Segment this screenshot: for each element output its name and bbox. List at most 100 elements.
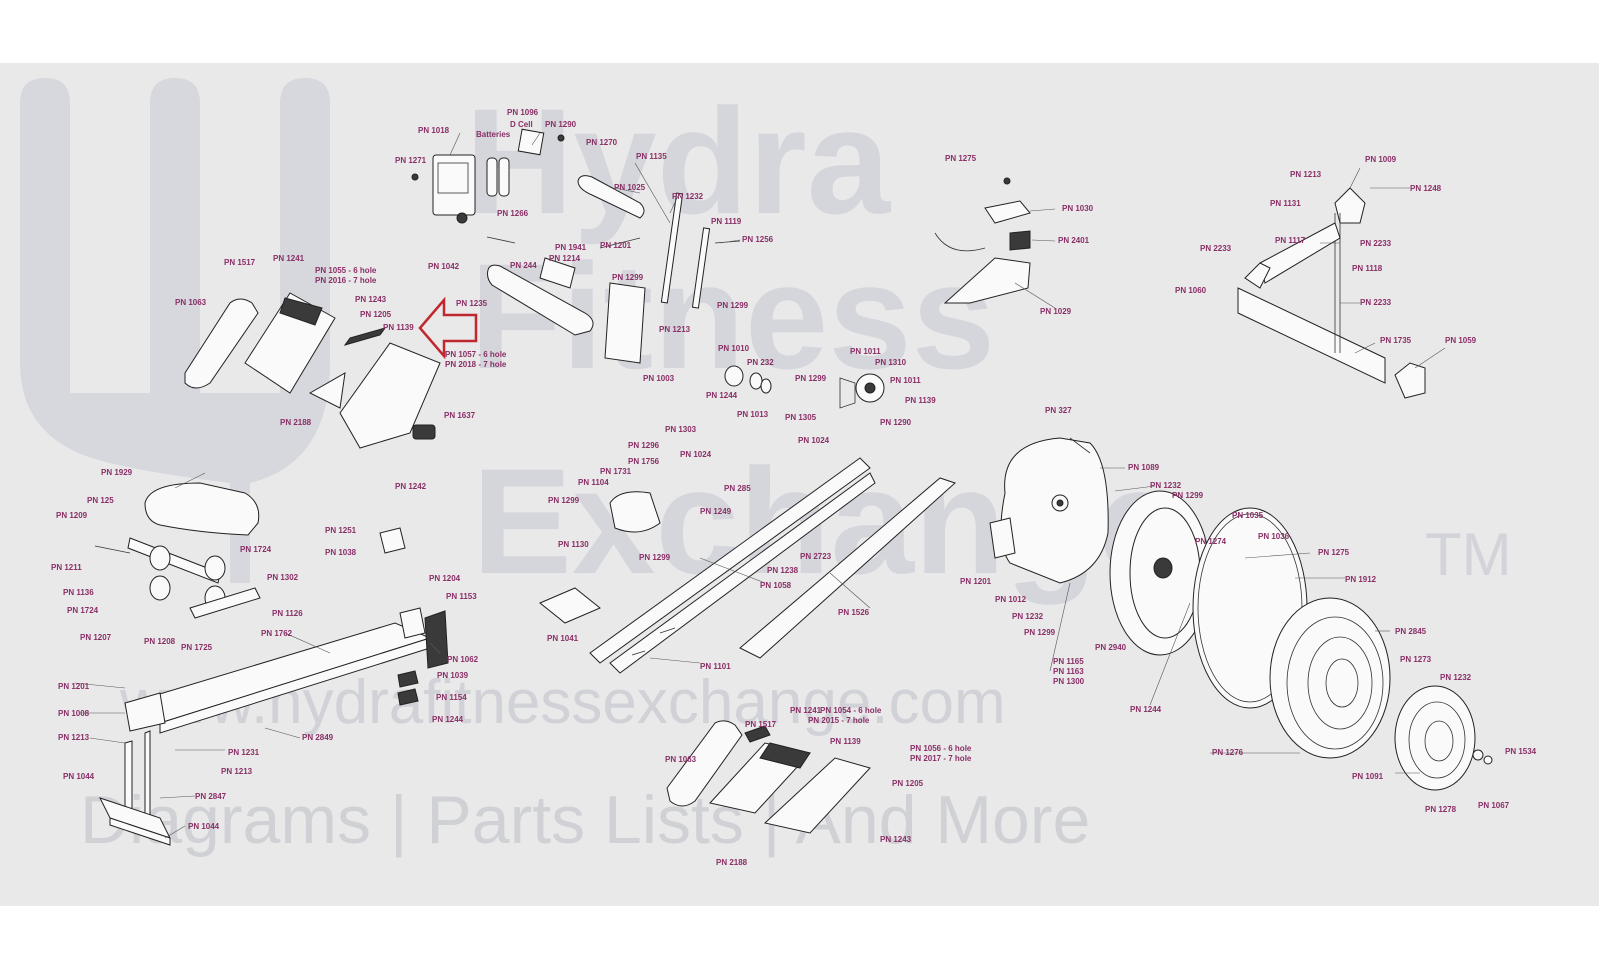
callout-label: PN 1010 (718, 344, 750, 353)
callout-label: PN 1126 (272, 609, 303, 618)
callout-label: PN 1018 (418, 126, 450, 135)
callout-label: PN 1118 (1352, 264, 1383, 273)
callout-label: PN 1139 (905, 396, 936, 405)
footrest-upper-part (184, 292, 441, 449)
callout-label: PN 1139 (383, 323, 414, 332)
callout-label: PN 1036 (1258, 532, 1290, 541)
callout-label: PN 1213 (58, 733, 90, 742)
callout-label: PN 1208 (144, 637, 176, 646)
callout-label: PN 1242 (395, 482, 427, 491)
callout-label: PN 1725 (181, 643, 213, 652)
callout-label: PN 1201 (960, 577, 992, 586)
callout-label: PN 1153 (446, 592, 477, 601)
footrest-lower-part (666, 720, 871, 834)
callout-label: PN 1044 (63, 772, 95, 781)
callout-label: PN 1117 (1275, 236, 1306, 245)
callout-label: PN 1104 (578, 478, 609, 487)
callout-label: PN 1275 (945, 154, 977, 163)
callout-label: PN 1735 (1380, 336, 1412, 345)
callout-label: PN 1154 (436, 693, 467, 702)
callout-label: PN 1213 (659, 325, 691, 334)
callout-label: PN 1101 (700, 662, 731, 671)
callout-label: PN 1302 (267, 573, 299, 582)
callout-label: PN 1060 (1175, 286, 1207, 295)
callout-label: PN 1201 (600, 241, 632, 250)
callout-label: PN 1139 (830, 737, 861, 746)
callout-label: PN 1241 (790, 706, 822, 715)
watermark-logo-icon (20, 78, 330, 583)
sensor-bracket-part (934, 177, 1031, 304)
callout-label: PN 1731 (600, 467, 632, 476)
highlight-arrow-icon (418, 296, 478, 360)
callout-label: PN 125 (87, 496, 114, 505)
callout-label: PN 1274 (1195, 537, 1227, 546)
callout-label: PN 2233 (1360, 298, 1392, 307)
leader-lines (74, 132, 1446, 839)
callout-label: PN 1063 (175, 298, 207, 307)
callout-label: PN 1039 (437, 671, 469, 680)
callout-label: PN 2015 - 7 hole (808, 716, 870, 725)
callout-label: PN 1241 (273, 254, 305, 263)
callout-labels: PN 1018 PN 1096 D Cell Batteries PN 1290… (51, 108, 1537, 867)
callout-label: PN 1243 (880, 835, 912, 844)
callout-label: PN 1205 (892, 779, 924, 788)
callout-label: PN 1030 (1062, 204, 1094, 213)
callout-label: PN 1299 (1172, 491, 1204, 500)
callout-label: PN 1249 (700, 507, 732, 516)
callout-label: PN 1067 (1478, 801, 1510, 810)
callout-label: PN 285 (724, 484, 751, 493)
callout-label: PN 1232 (672, 192, 704, 201)
callout-label: PN 327 (1045, 406, 1072, 415)
callout-label: PN 1059 (1445, 336, 1477, 345)
callout-label: PN 1299 (548, 496, 580, 505)
callout-label: PN 1214 (549, 254, 581, 263)
callout-label: PN 1517 (224, 258, 256, 267)
callout-label: PN 2847 (195, 792, 227, 801)
callout-label: PN 1165 (1053, 657, 1084, 666)
monorail-part (99, 527, 449, 846)
fan-housing-part (989, 437, 1109, 584)
callout-label: PN 1762 (261, 629, 293, 638)
callout-label: PN 1089 (1128, 463, 1160, 472)
callout-label: PN 2849 (302, 733, 334, 742)
callout-label: PN 1012 (995, 595, 1027, 604)
callout-label: PN 1251 (325, 526, 357, 535)
callout-label: PN 1029 (1040, 307, 1072, 316)
callout-label: PN 244 (510, 261, 537, 270)
callout-label: PN 2018 - 7 hole (445, 360, 507, 369)
callout-label: PN 1724 (67, 606, 99, 615)
callout-label: PN 232 (747, 358, 774, 367)
callout-label: PN 1243 (355, 295, 387, 304)
track-part (539, 457, 956, 674)
callout-label: PN 1526 (838, 608, 870, 617)
watermark-trademark: TM (1425, 521, 1512, 588)
handle-part (487, 175, 741, 364)
callout-label: PN 1299 (612, 273, 644, 282)
callout-label: PN 1207 (80, 633, 112, 642)
callout-label: PN 1119 (711, 217, 742, 226)
callout-label: PN 1290 (880, 418, 912, 427)
callout-label: PN 1135 (636, 152, 667, 161)
callout-label: PN 1517 (745, 720, 777, 729)
callout-label: PN 1038 (325, 548, 357, 557)
callout-label: PN 1244 (432, 715, 464, 724)
callout-label: PN 1912 (1345, 575, 1377, 584)
callout-label: PN 1232 (1012, 612, 1044, 621)
callout-label: PN 1637 (444, 411, 476, 420)
callout-label: PN 2233 (1200, 244, 1232, 253)
callout-label: PN 1041 (547, 634, 579, 643)
callout-label: PN 1213 (221, 767, 253, 776)
callout-label: PN 1724 (240, 545, 272, 554)
callout-label: PN 1305 (785, 413, 817, 422)
callout-label: PN 1232 (1440, 673, 1472, 682)
callout-label: PN 1290 (545, 120, 577, 129)
callout-label: PN 1204 (429, 574, 461, 583)
callout-label: PN 1256 (742, 235, 774, 244)
callout-label: PN 1003 (643, 374, 675, 383)
callout-label: PN 1244 (706, 391, 738, 400)
callout-label: PN 1929 (101, 468, 133, 477)
callout-label: PN 1131 (1270, 199, 1301, 208)
callout-label: PN 1941 (555, 243, 587, 252)
callout-label: PN 1756 (628, 457, 660, 466)
callout-label: PN 1211 (51, 563, 82, 572)
